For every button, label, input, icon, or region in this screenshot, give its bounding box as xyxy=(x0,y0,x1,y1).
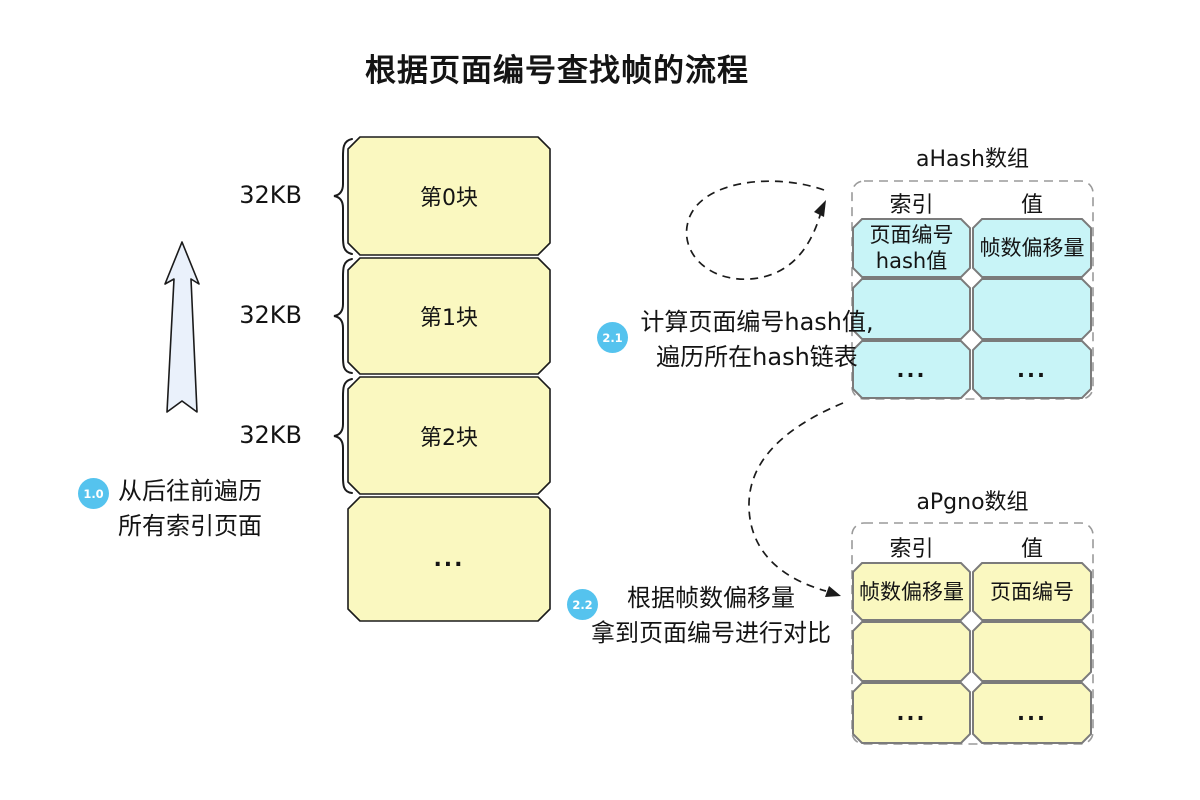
cell-line: 帧数偏移量 xyxy=(979,236,1085,260)
hash-table-cell-text: 页面编号 hash值 xyxy=(853,219,970,277)
step-text: 从后往前遍历 xyxy=(118,477,262,505)
hash-table-cell xyxy=(852,340,971,399)
hash-table-cell xyxy=(972,340,1092,399)
brace-icon xyxy=(333,258,353,374)
wal-block-shape xyxy=(347,257,551,375)
cell-line: ... xyxy=(1017,357,1047,382)
pgno-table-cell xyxy=(852,562,971,621)
wal-block-label: 第0块 xyxy=(420,186,478,211)
hash-table-cell-text xyxy=(973,279,1091,339)
wal-block-shape xyxy=(347,496,551,622)
wal-block-label: ... xyxy=(433,546,465,572)
cell-line: 帧数偏移量 xyxy=(859,579,964,604)
wal-block-label: 第2块 xyxy=(420,425,478,451)
lookup-arrowhead-icon xyxy=(825,586,841,597)
hash-table-cell xyxy=(972,278,1092,340)
step-badge: 2.1 xyxy=(597,322,628,353)
loop-arrowhead-icon xyxy=(814,200,826,217)
hash-table-cell xyxy=(972,218,1092,278)
pgno-table-header-index: 索引 xyxy=(889,537,934,562)
pgno-table-cell-text: ... xyxy=(973,683,1091,743)
cell-line: ... xyxy=(896,701,927,725)
step-text: 所有索引页面 xyxy=(118,512,262,540)
brace-icon xyxy=(333,138,353,255)
wal-block-label: 第1块 xyxy=(420,306,478,331)
step-text: 根据帧数偏移量 xyxy=(627,584,795,612)
pgno-table-header-value: 值 xyxy=(1020,537,1043,562)
page-title: 根据页面编号查找帧的流程 xyxy=(365,53,749,89)
pgno-table-cell-text: 帧数偏移量 xyxy=(853,563,970,620)
up-arrow-icon xyxy=(164,241,200,413)
cell-line: ... xyxy=(1017,701,1047,725)
hash-table-cell xyxy=(852,218,971,278)
offset-lookup-arrow xyxy=(748,402,844,592)
block-size-label: 32KB xyxy=(239,301,302,329)
pgno-table-cell xyxy=(852,682,971,744)
pgno-table-cell-text xyxy=(853,622,970,681)
brace-icon xyxy=(333,378,353,494)
pgno-table-cell xyxy=(972,621,1092,682)
block-size-label: 32KB xyxy=(239,181,302,209)
wal-block-shape xyxy=(347,136,551,256)
cell-line: 页面编号 xyxy=(990,579,1074,604)
hash-table-cell-text: ... xyxy=(853,341,970,398)
pgno-table-cell xyxy=(852,621,971,682)
cell-line: ... xyxy=(896,357,927,382)
pgno-table-cell-text: ... xyxy=(853,683,970,743)
hash-table-cell-text: 帧数偏移量 xyxy=(973,219,1091,277)
step-text: 拿到页面编号进行对比 xyxy=(591,619,831,647)
hash-table-cell xyxy=(852,278,971,340)
hash-table-title: aHash数组 xyxy=(916,147,1029,172)
pgno-table-cell-text xyxy=(973,622,1091,681)
step-badge: 1.0 xyxy=(78,478,109,509)
hash-chain-loop-arrow xyxy=(685,180,825,280)
cell-line: hash值 xyxy=(875,249,948,273)
pgno-table-cell xyxy=(972,562,1092,621)
pgno-table-cell xyxy=(972,682,1092,744)
cell-line: 页面编号 xyxy=(869,223,954,247)
hash-table-cell-text xyxy=(853,279,970,339)
step-badge: 2.2 xyxy=(567,589,598,620)
wal-block-shape xyxy=(347,376,551,495)
pgno-table-cell-text: 页面编号 xyxy=(973,563,1091,620)
step-text: 遍历所在hash链表 xyxy=(656,343,858,371)
pgno-table-title: aPgno数组 xyxy=(916,490,1029,515)
step-text: 计算页面编号hash值, xyxy=(640,308,874,336)
hash-table-header-index: 索引 xyxy=(889,193,934,218)
hash-table-header-value: 值 xyxy=(1020,193,1043,218)
hash-table-cell-text: ... xyxy=(973,341,1091,398)
block-size-label: 32KB xyxy=(239,421,302,449)
